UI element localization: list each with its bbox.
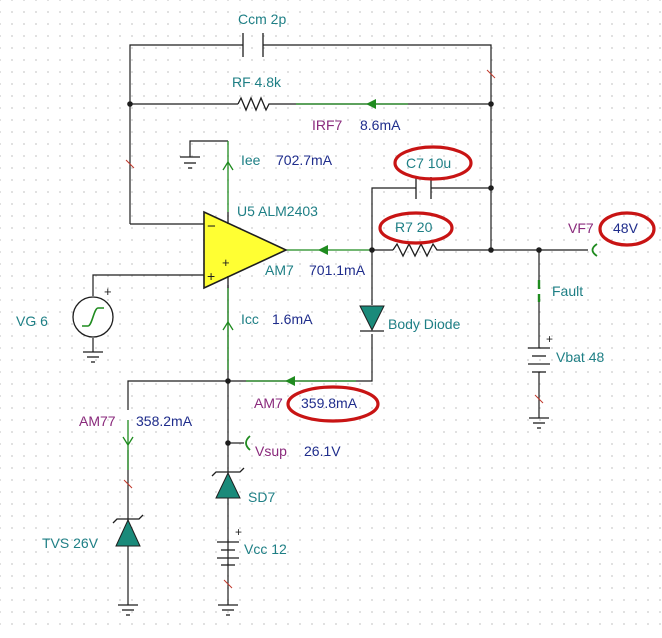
probe-vf7 [591, 243, 598, 257]
vg-plus-sign: + [104, 284, 112, 299]
label-ccm: Ccm 2p [238, 11, 286, 27]
opamp-minus-sign: − [207, 218, 216, 235]
label-body-diode: Body Diode [388, 316, 461, 332]
label-c7: C7 10u [406, 155, 451, 171]
diode-sd7[interactable] [211, 467, 245, 499]
wire-c7-left [371, 187, 416, 250]
label-am7b-name: AM7 [254, 395, 283, 411]
opamp-u5[interactable]: − + + [203, 210, 288, 290]
label-irf-value: 8.6mA [360, 117, 401, 133]
label-vbat: Vbat 48 [556, 349, 604, 365]
ground-vg [83, 351, 103, 363]
label-vcc: Vcc 12 [244, 541, 287, 557]
label-am77-value: 358.2mA [136, 413, 193, 429]
arrow-iee-head [222, 160, 234, 171]
capacitor-ccm[interactable] [242, 33, 264, 57]
wire-iee-ground [189, 140, 228, 157]
label-rf: RF 4.8k [232, 74, 282, 90]
diode-body[interactable] [359, 305, 385, 332]
vbat-plus-sign: + [546, 332, 553, 346]
label-vf-name: VF7 [568, 220, 594, 236]
label-icc-value: 1.6mA [272, 311, 313, 327]
highlight-r7 [378, 211, 454, 245]
arrow-am7b-head [285, 376, 295, 386]
signal-source-vg[interactable]: + [72, 284, 114, 338]
resistor-rf[interactable] [237, 96, 272, 112]
label-icc-name: Icc [241, 311, 259, 327]
label-am77-name: AM77 [79, 413, 116, 429]
wires [92, 44, 588, 605]
battery-vcc[interactable]: + [217, 525, 242, 566]
arrow-icc-head [222, 320, 234, 331]
label-vsup-value: 26.1V [304, 443, 341, 459]
label-am7-value: 701.1mA [309, 262, 366, 278]
wire-body-diode-bottom [228, 334, 373, 382]
highlight-am7b-value [286, 385, 380, 423]
wire-vg-input [92, 274, 204, 296]
highlight-vf-value [598, 211, 656, 247]
junction-dots [127, 101, 542, 446]
arrow-am77-head [122, 436, 134, 447]
label-irf-name: IRF7 [312, 117, 343, 133]
wire-tvs-bus [127, 380, 228, 410]
label-r7: R7 20 [395, 219, 433, 235]
ground-vcc [218, 604, 238, 616]
diode-tvs[interactable] [112, 514, 144, 547]
label-vf-value: 48V [613, 220, 639, 236]
label-am7-name: AM7 [265, 262, 294, 278]
ground-iee [180, 156, 200, 169]
label-sd7: SD7 [248, 489, 275, 505]
wire-feedback-top [129, 44, 243, 224]
label-opamp: U5 ALM2403 [237, 203, 318, 219]
resistor-r7[interactable] [392, 242, 442, 258]
label-vg: VG 6 [16, 313, 48, 329]
arrow-irf-head [366, 99, 376, 109]
label-vsup-name: Vsup [255, 443, 287, 459]
label-am7b-value: 359.8mA [301, 395, 358, 411]
wire-feedback-top-right [263, 44, 492, 250]
ground-tvs [118, 604, 138, 616]
pin-marks [123, 69, 544, 589]
probe-vsup [245, 435, 251, 451]
current-arrows [122, 99, 408, 470]
ground-vbat [529, 417, 549, 429]
capacitor-c7[interactable] [415, 177, 432, 199]
arrow-am7-head [318, 245, 328, 255]
vcc-plus-sign: + [235, 525, 242, 539]
opamp-plus-sign: + [207, 268, 215, 284]
label-fault: Fault [552, 283, 583, 299]
battery-vbat[interactable]: + [528, 332, 553, 373]
highlight-c7 [393, 145, 473, 181]
label-iee-name: Iee [241, 152, 261, 168]
label-iee-value: 702.7mA [276, 152, 333, 168]
opamp-plus-sign-top: + [222, 255, 230, 270]
label-tvs: TVS 26V [42, 535, 99, 551]
